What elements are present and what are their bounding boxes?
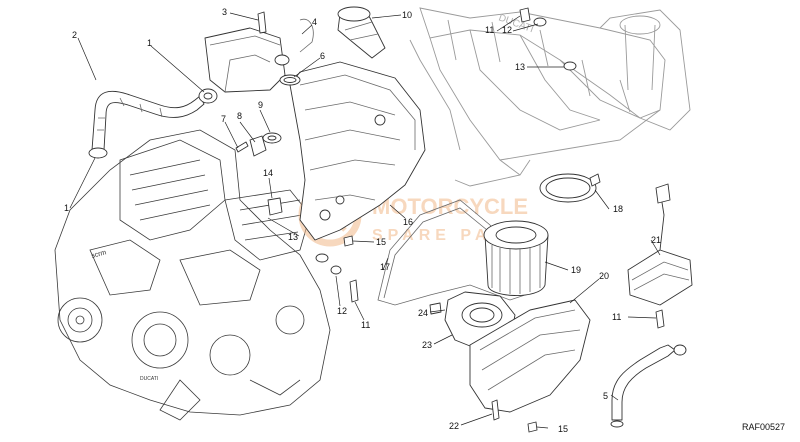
callout-2: 2: [72, 30, 77, 40]
callout-20: 20: [599, 271, 609, 281]
callout-11: 11: [361, 320, 370, 330]
callout-12: 12: [337, 306, 347, 316]
callout-15: 15: [376, 237, 386, 247]
svg-text:DUCATI: DUCATI: [140, 376, 158, 382]
callout-21: 21: [651, 235, 661, 245]
callout-1b: 1: [64, 203, 69, 213]
watermark-line1: MOTORCYCLE: [372, 194, 528, 219]
part-control-module: [627, 183, 693, 306]
part-airbox-lower: [469, 299, 591, 413]
frame-assembly: DUCATI: [409, 7, 691, 187]
part-o-ring: [279, 74, 301, 86]
leader-lines: [69, 12, 661, 429]
callout-14: 14: [263, 168, 273, 178]
callout-15b: 15: [558, 424, 568, 434]
part-spacer-12: [315, 253, 342, 275]
callout-labels: 1 2 3 4 6 10 7 8 9 1 14 13 15 16 12 11 1…: [64, 7, 661, 434]
svg-text:scrm: scrm: [91, 249, 108, 260]
part-bolt-15: [343, 235, 354, 247]
part-breather-reservoir: [204, 11, 314, 93]
callout-10: 10: [402, 10, 412, 20]
part-clip-14: [267, 197, 283, 216]
part-hose-clamp-upper: [198, 88, 218, 104]
callout-13: 13: [288, 232, 298, 242]
callout-8: 8: [237, 111, 242, 121]
callout-17: 17: [380, 262, 390, 272]
callout-11c: 11: [485, 25, 494, 35]
callout-12b: 12: [502, 25, 512, 35]
callout-24: 24: [418, 308, 428, 318]
part-drain-tube: [610, 344, 687, 428]
callout-18: 18: [613, 204, 623, 214]
part-screw-22: [491, 399, 500, 421]
callout-6: 6: [320, 51, 325, 61]
part-airbox-upper: [289, 61, 426, 241]
callout-4: 4: [312, 17, 317, 27]
callout-5: 5: [603, 391, 608, 401]
callout-19: 19: [571, 265, 581, 275]
callout-16: 16: [403, 217, 413, 227]
callout-23: 23: [422, 340, 432, 350]
part-bolt-11-centre: [349, 279, 359, 303]
callout-1: 1: [147, 38, 152, 48]
part-screw-7: [235, 141, 249, 153]
callout-9: 9: [258, 100, 263, 110]
callout-3: 3: [222, 7, 227, 17]
callout-13b: 13: [515, 62, 525, 72]
callout-22: 22: [449, 421, 459, 431]
part-screw-11-right: [655, 309, 665, 329]
part-filter-clamp-ring: [539, 173, 601, 203]
engine-block: scrm DUCATI: [54, 129, 331, 421]
part-gasket-9: [262, 132, 282, 144]
part-air-filter: [483, 220, 549, 296]
part-hose-clamp-lower: [88, 147, 108, 159]
callout-11b: 11: [612, 312, 621, 322]
part-bolt-15-bottom: [527, 421, 538, 433]
part-intake-boot: [337, 6, 386, 59]
reference-code: RAF00527: [742, 422, 785, 432]
callout-7: 7: [221, 114, 226, 124]
part-breather-hose: [91, 90, 205, 151]
